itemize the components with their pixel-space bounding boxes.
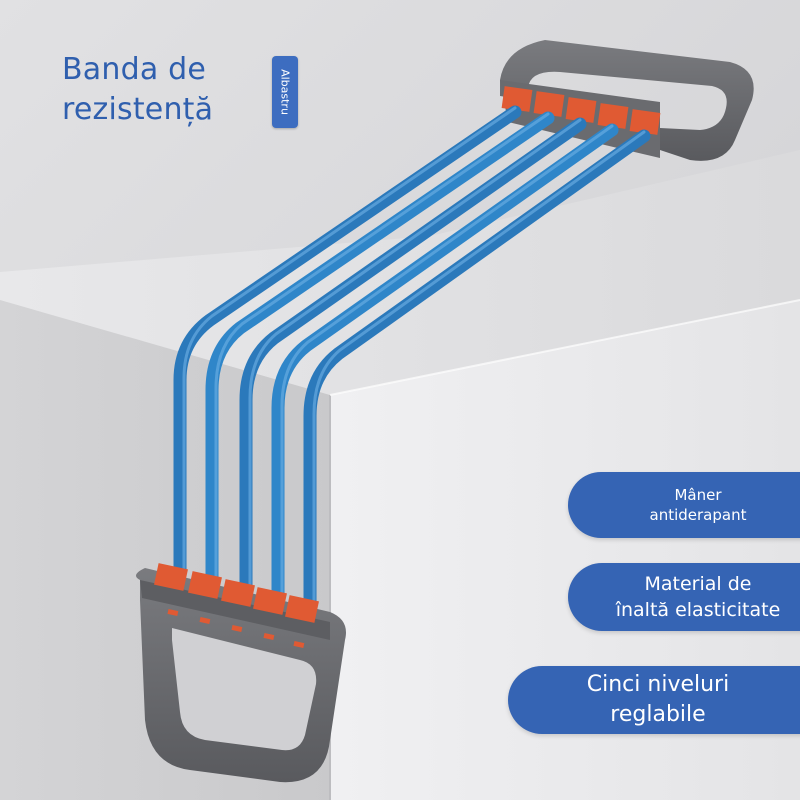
headline-line-1: Banda de [62,52,207,87]
feature-2-line-1: Material de [644,573,752,595]
feature-1-line-1: Mâner [674,486,722,504]
headline-line-2: rezistență [62,92,214,127]
feature-2-line-2: înaltă elasticitate [615,599,781,621]
box-edge-top [329,299,800,396]
feature-pill-non-slip-handle: Mâner antiderapant [568,472,800,538]
feature-1-line-2: antiderapant [649,506,747,524]
resistance-cords [173,105,651,609]
feature-pill-five-levels: Cinci niveluri reglabile [508,666,800,734]
feature-3-line-2: reglabile [610,702,706,727]
color-tag: Albastru [272,56,298,128]
feature-pill-high-elasticity: Material de înaltă elasticitate [568,563,800,631]
bottom-handle [136,563,346,783]
feature-3-line-1: Cinci niveluri [586,672,730,697]
top-handle [500,40,754,161]
color-tag-label: Albastru [278,69,292,115]
